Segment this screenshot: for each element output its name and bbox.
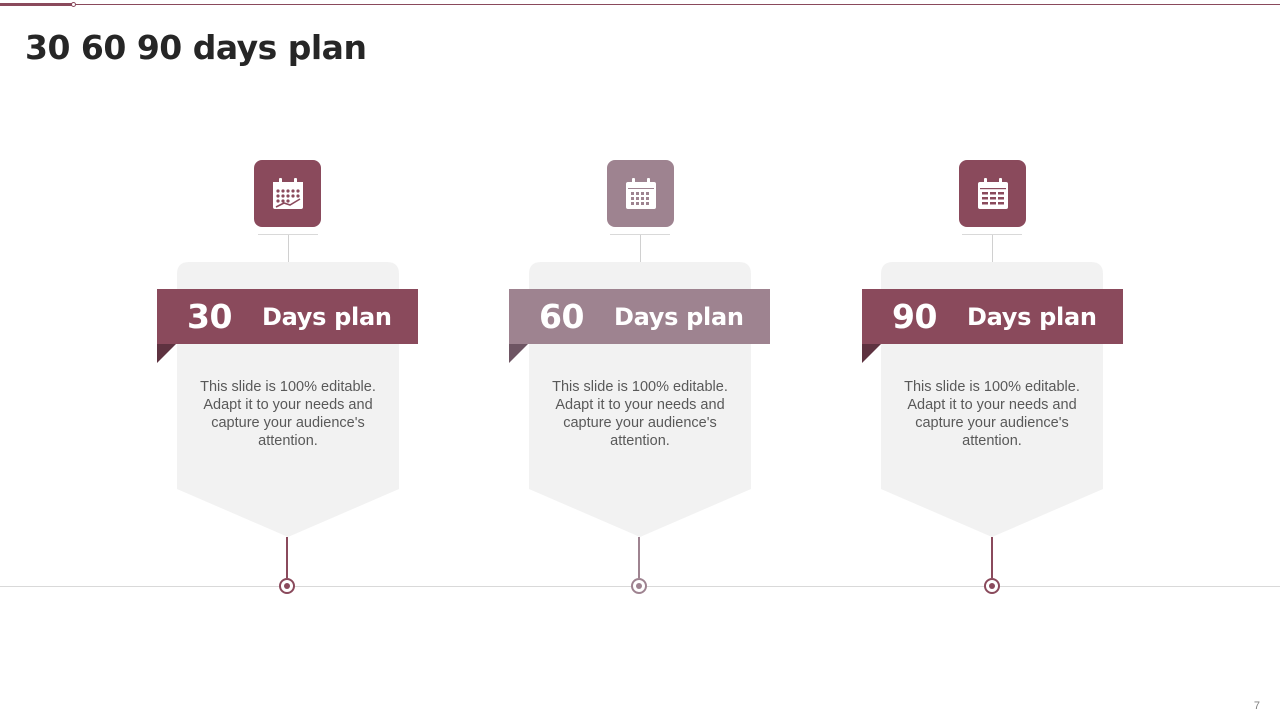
plan-banner: 90 Days plan <box>862 289 1123 344</box>
icon-underline <box>962 234 1022 235</box>
plan-banner: 60 Days plan <box>509 289 770 344</box>
banner-fold <box>157 344 176 363</box>
calendar-chart-icon <box>254 160 321 227</box>
plan-label: Days plan <box>262 302 392 331</box>
plan-card <box>881 262 1103 537</box>
icon-underline <box>258 234 318 235</box>
page-number: 7 <box>1253 700 1260 712</box>
plan-number: 90 <box>892 297 937 336</box>
calendar-icon <box>607 160 674 227</box>
timeline-connector <box>991 537 993 578</box>
header-dot <box>71 2 76 7</box>
icon-connector <box>992 235 993 262</box>
icon-connector <box>288 235 289 262</box>
header-rule <box>0 4 1280 5</box>
timeline-line <box>0 586 1280 587</box>
plan-description: This slide is 100% editable. Adapt it to… <box>200 379 376 449</box>
banner-fold <box>862 344 881 363</box>
plan-card <box>529 262 751 537</box>
plan-card <box>177 262 399 537</box>
plan-label: Days plan <box>967 302 1097 331</box>
plan-banner: 30 Days plan <box>157 289 418 344</box>
icon-connector <box>640 235 641 262</box>
slide-title: 30 60 90 days plan <box>25 28 367 67</box>
plan-label: Days plan <box>614 302 744 331</box>
plan-description: This slide is 100% editable. Adapt it to… <box>552 379 728 449</box>
calendar-list-icon <box>959 160 1026 227</box>
timeline-connector <box>638 537 640 578</box>
icon-underline <box>610 234 670 235</box>
timeline-connector <box>286 537 288 578</box>
header-accent <box>0 3 74 6</box>
plan-description: This slide is 100% editable. Adapt it to… <box>904 379 1080 449</box>
plan-number: 60 <box>539 297 584 336</box>
banner-fold <box>509 344 528 363</box>
plan-number: 30 <box>187 297 232 336</box>
